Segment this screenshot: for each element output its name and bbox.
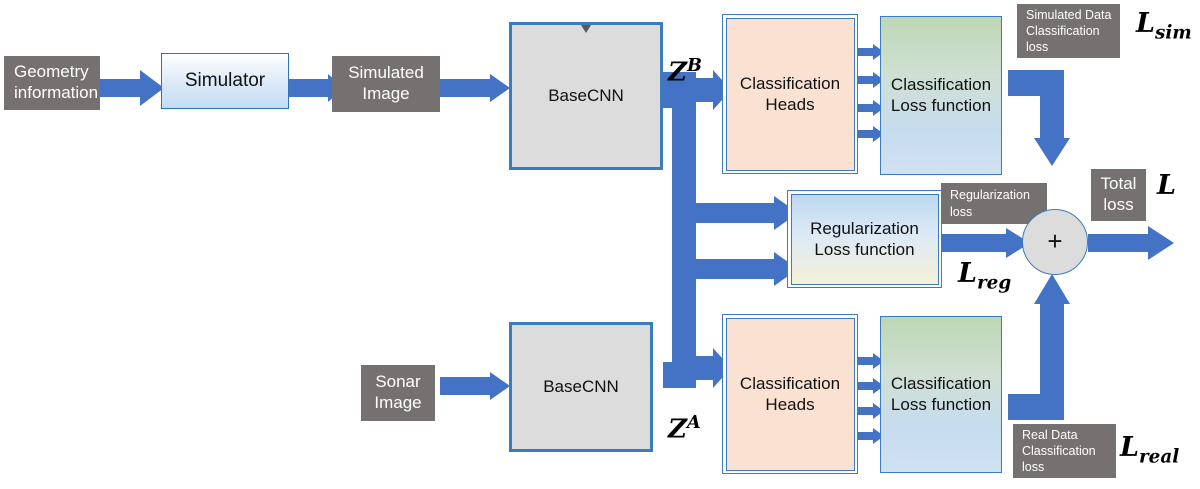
label-l-reg-base: L [958, 258, 977, 289]
label-l-reg-subscript: reg [976, 272, 1012, 294]
label-l-real: Lreal [1120, 432, 1179, 467]
label-l-real-subscript: real [1138, 446, 1180, 468]
label-l-total: L [1157, 170, 1176, 201]
basecnn-top-block: BaseCNN [509, 22, 663, 170]
arrow-heads-top-to-loss-4 [857, 126, 885, 142]
arrow-geometry-to-simulator [98, 70, 168, 106]
arrow-simulator-to-simulated-image [288, 74, 346, 102]
arrow-heads-bottom-to-loss-1 [857, 353, 885, 369]
arrow-simulated-image-to-basecnn-top [440, 74, 512, 102]
basecnn-bottom-block: BaseCNN [509, 322, 653, 452]
simulator-block: Simulator [161, 53, 289, 109]
arrow-zb-to-regularization [672, 196, 800, 230]
sum-operator-node: + [1022, 209, 1088, 275]
label-z-a: ZA [668, 412, 701, 445]
arrow-za-to-regularization [672, 252, 800, 286]
label-l-sim: Lsim [1136, 8, 1192, 43]
arrow-heads-bottom-to-loss-3 [857, 403, 885, 419]
label-l-reg: Lreg [958, 258, 1011, 293]
basecnn-bottom-label: BaseCNN [543, 376, 619, 396]
basecnn-top-label: BaseCNN [548, 85, 624, 105]
arrow-heads-top-to-loss-3 [857, 100, 885, 116]
label-l-total-base: L [1157, 170, 1176, 201]
label-z-b: ZB [668, 55, 702, 88]
label-l-sim-base: L [1136, 8, 1155, 39]
label-z-a-superscript: A [686, 412, 701, 433]
label-z-b-base: Z [668, 57, 687, 88]
label-z-a-base: Z [668, 414, 687, 445]
arrow-sum-to-total-loss [1088, 226, 1176, 260]
arrow-sonar-image-to-basecnn-bottom [440, 372, 512, 400]
arrow-basecnn-top-split [663, 70, 733, 282]
label-z-b-superscript: B [686, 55, 702, 76]
arrow-heads-bottom-to-loss-2 [857, 378, 885, 394]
label-l-real-base: L [1120, 432, 1139, 463]
arrow-heads-bottom-to-loss-4 [857, 428, 885, 444]
arrow-lreg-to-sum [940, 228, 1032, 258]
arrow-heads-top-to-loss-1 [857, 44, 885, 60]
arrow-basecnn-bottom-split [663, 252, 733, 388]
arrow-lreal-to-sum [1008, 270, 1076, 420]
arrow-lsim-to-sum [1008, 70, 1076, 170]
label-l-sim-subscript: sim [1154, 22, 1192, 44]
arrow-heads-top-to-loss-2 [857, 72, 885, 88]
basecnn-top-marker-icon [581, 25, 591, 33]
